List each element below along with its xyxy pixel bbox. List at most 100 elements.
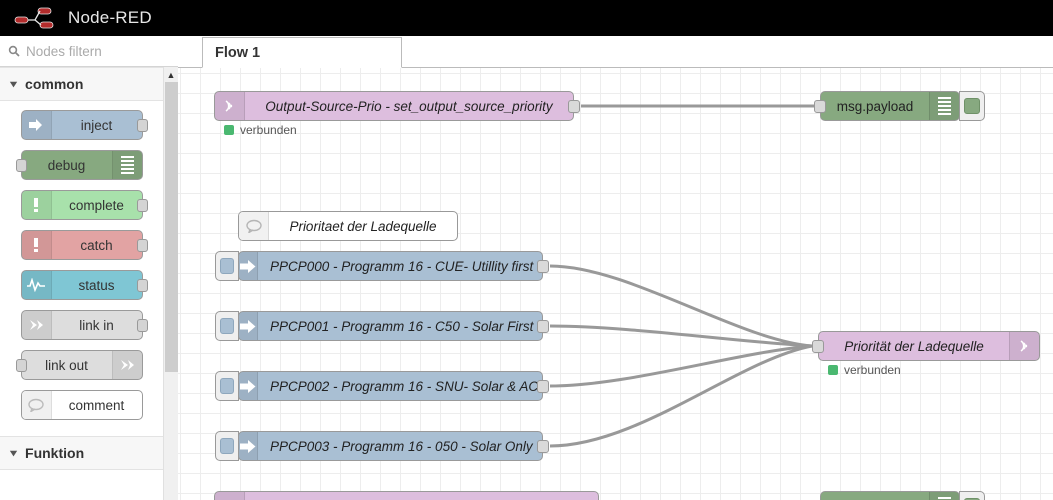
status-label: verbunden: [844, 363, 901, 377]
input-port[interactable]: [812, 340, 824, 353]
app-title: Node-RED: [68, 8, 152, 27]
palette-node-debug[interactable]: debug: [15, 150, 143, 180]
node-label: Output-Source-Prio - set_output_source_p…: [265, 98, 553, 114]
palette-node-link-out[interactable]: link out: [15, 350, 143, 380]
output-port[interactable]: [537, 380, 549, 393]
palette-node-catch[interactable]: catch: [20, 230, 148, 260]
palette-node-label: status: [78, 277, 115, 293]
node-comment-prioritaet[interactable]: Prioritaet der Ladequelle: [238, 211, 458, 241]
palette-scrollbar[interactable]: ▲: [163, 67, 178, 500]
palette-node-complete[interactable]: complete: [20, 190, 148, 220]
exclamation-icon: [21, 191, 52, 219]
palette-search-row[interactable]: [0, 36, 178, 67]
palette-sidebar: ▾ common inject debug: [0, 36, 178, 500]
signal-icon: [1009, 332, 1039, 360]
node-msg-payload-top[interactable]: msg.payload: [814, 91, 985, 121]
output-port[interactable]: [136, 239, 148, 252]
input-port[interactable]: [15, 359, 27, 372]
node-label: Prioritaet der Ladequelle: [289, 218, 437, 234]
debug-toggle-button[interactable]: [959, 491, 985, 500]
node-ppcp003[interactable]: PPCP003 - Programm 16 - 050 - Solar Only: [215, 431, 549, 461]
node-label: msg.payload: [836, 98, 914, 114]
output-port[interactable]: [537, 320, 549, 333]
input-port[interactable]: [15, 159, 27, 172]
app-header: Node-RED: [0, 0, 1053, 36]
palette-node-label: link out: [45, 357, 88, 373]
node-prioritaet-der-ladequelle[interactable]: Priorität der Ladequelle: [812, 331, 1040, 361]
hamburger-icon: [929, 92, 959, 120]
chevron-up-icon[interactable]: ▲: [166, 69, 176, 80]
palette-node-label: complete: [69, 197, 124, 213]
arrow-right-icon: [239, 252, 258, 280]
link-icon: [111, 351, 142, 379]
palette-node-label: debug: [47, 157, 86, 173]
inject-trigger-button[interactable]: [215, 251, 239, 281]
output-port[interactable]: [537, 260, 549, 273]
output-port[interactable]: [136, 119, 148, 132]
palette-node-comment[interactable]: comment: [20, 390, 143, 420]
link-icon: [21, 311, 52, 339]
node-status-output-source-prio: verbunden: [224, 123, 297, 137]
palette-category-label: Funktion: [25, 445, 85, 461]
comment-icon: [239, 212, 269, 240]
tab-flow-1[interactable]: Flow 1: [202, 37, 402, 68]
debug-toggle-button[interactable]: [959, 91, 985, 121]
arrow-right-icon: [239, 372, 258, 400]
output-port[interactable]: [136, 199, 148, 212]
signal-icon: [215, 492, 245, 500]
status-label: verbunden: [240, 123, 297, 137]
arrow-right-icon: [239, 432, 258, 460]
output-port[interactable]: [537, 440, 549, 453]
output-port[interactable]: [136, 279, 148, 292]
flow-canvas[interactable]: Output-Source-Prio - set_output_source_p…: [178, 68, 1053, 500]
palette-node-label: inject: [80, 117, 113, 133]
flow-tabbar: Flow 1: [178, 36, 1053, 68]
inject-trigger-button[interactable]: [215, 311, 239, 341]
inject-trigger-button[interactable]: [215, 431, 239, 461]
palette-category-label: common: [25, 76, 84, 92]
palette-category-common-body: inject debug complete: [0, 101, 163, 436]
search-input[interactable]: [26, 43, 156, 59]
palette-scroll-area: ▾ common inject debug: [0, 67, 163, 500]
output-port[interactable]: [136, 319, 148, 332]
palette-node-label: link in: [79, 317, 114, 333]
comment-icon: [21, 391, 52, 419]
hamburger-icon: [111, 151, 142, 179]
node-status-prioritaet-der-ladequelle: verbunden: [828, 363, 901, 377]
palette-node-inject[interactable]: inject: [20, 110, 148, 140]
node-label: Charger-Source-Prio - set_charger_source…: [245, 499, 598, 500]
palette-node-label: catch: [80, 237, 113, 253]
node-label: msg.payload: [821, 499, 929, 500]
hamburger-icon: [929, 492, 959, 500]
output-port[interactable]: [568, 100, 580, 113]
node-ppcp001[interactable]: PPCP001 - Programm 16 - C50 - Solar Firs…: [215, 311, 549, 341]
input-port[interactable]: [814, 100, 826, 113]
flow-editor: Flow 1: [178, 36, 1053, 500]
palette-node-status[interactable]: status: [20, 270, 148, 300]
arrow-right-icon: [21, 111, 52, 139]
status-dot: [224, 125, 234, 135]
search-icon: [8, 45, 22, 57]
palette-category-funktion[interactable]: ▾ Funktion: [0, 436, 163, 470]
palette-category-common[interactable]: ▾ common: [0, 67, 163, 101]
palette-node-link-in[interactable]: link in: [20, 310, 148, 340]
status-dot: [828, 365, 838, 375]
tab-label: Flow 1: [215, 44, 261, 61]
pulse-icon: [21, 271, 52, 299]
node-output-source-prio[interactable]: Output-Source-Prio - set_output_source_p…: [214, 91, 580, 121]
node-msg-payload-bottom[interactable]: msg.payload: [820, 491, 985, 500]
node-charger-source-prio[interactable]: Charger-Source-Prio - set_charger_source…: [214, 491, 599, 500]
exclamation-icon: [21, 231, 52, 259]
flow-wires: [549, 104, 814, 448]
wire-ppcp002-to-prio: [549, 344, 813, 388]
wire-ppcp000-to-prio: [549, 264, 813, 348]
node-ppcp000[interactable]: PPCP000 - Programm 16 - CUE- Utillity fi…: [215, 251, 549, 281]
arrow-right-icon: [239, 312, 258, 340]
inject-trigger-button[interactable]: [215, 371, 239, 401]
node-label: PPCP001 - Programm 16 - C50 - Solar Firs…: [270, 318, 534, 334]
node-label: PPCP000 - Programm 16 - CUE- Utillity fi…: [270, 258, 534, 274]
node-label: PPCP003 - Programm 16 - 050 - Solar Only: [270, 438, 533, 454]
palette-scrollbar-thumb[interactable]: [165, 82, 178, 372]
node-ppcp002[interactable]: PPCP002 - Programm 16 - SNU- Solar & AC: [215, 371, 549, 401]
